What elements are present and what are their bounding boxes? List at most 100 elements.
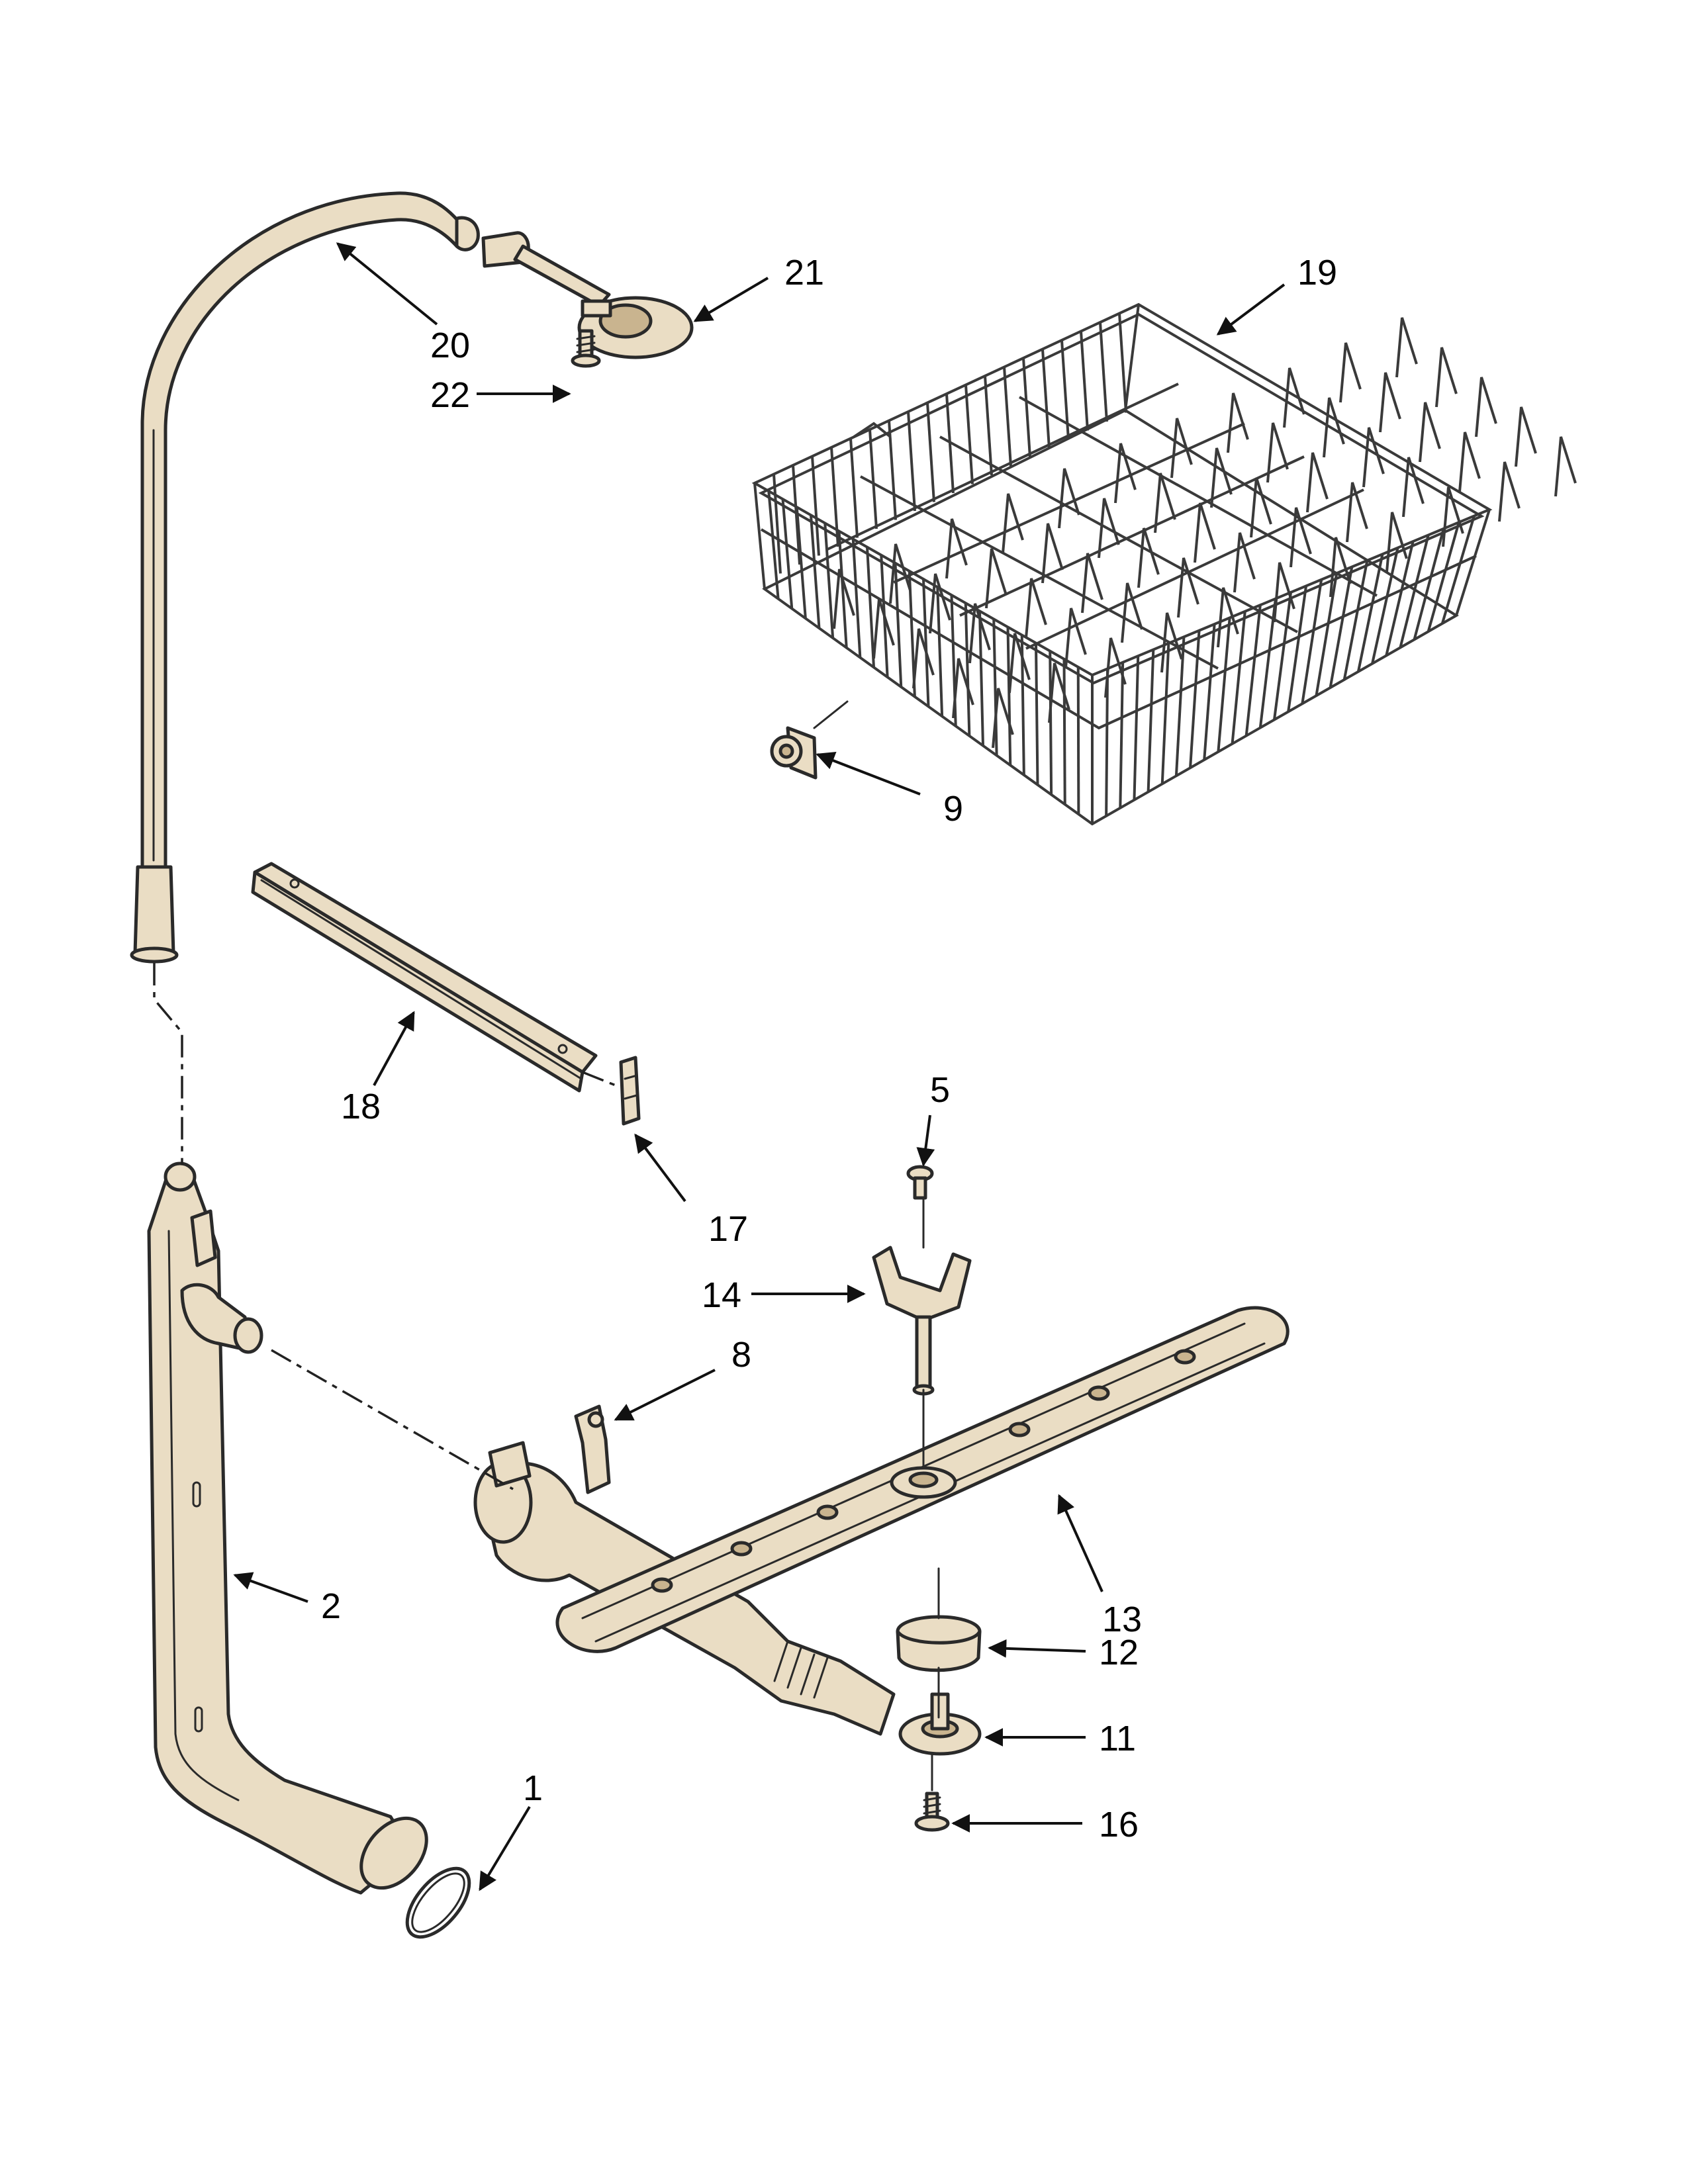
rack-wire: [830, 447, 839, 547]
rack-tine: [1306, 452, 1329, 513]
rack-tine: [1025, 578, 1047, 639]
rack-wire: [1147, 649, 1155, 792]
rack-tine: [1233, 532, 1256, 593]
rack-tine: [1395, 317, 1418, 378]
rack-wire: [978, 611, 984, 746]
rack-wire: [964, 385, 974, 484]
rack-tine: [952, 658, 974, 719]
rack-wire: [868, 429, 878, 529]
rack-wire: [1301, 579, 1323, 704]
rack-tine: [1048, 662, 1070, 723]
screw-part-22: [571, 329, 601, 368]
rack-tine: [1273, 562, 1295, 623]
rack-tine: [1137, 527, 1160, 588]
rack-wire: [1203, 623, 1216, 760]
rack-tine: [1554, 436, 1577, 497]
rack-wire: [922, 578, 930, 707]
rack-tine: [1041, 523, 1064, 584]
leader-arrows: [233, 242, 1286, 1891]
rack-wire: [888, 420, 897, 520]
supply-tube-part-20: [130, 191, 480, 964]
dish-rack-part-19: [751, 302, 1577, 826]
rack-tine: [1515, 406, 1537, 467]
rack-tine: [992, 688, 1014, 749]
rack-tine: [1475, 377, 1497, 437]
screw-part-5: [906, 1165, 934, 1200]
rack-tine: [1104, 637, 1127, 698]
rack-tine: [1346, 482, 1368, 543]
rack-wire: [1119, 662, 1125, 808]
callout-18: 18: [341, 1087, 381, 1126]
rack-wire: [851, 539, 862, 658]
rack-tine: [912, 628, 935, 689]
rack-wire: [767, 490, 780, 599]
spray-hole: [1008, 1422, 1031, 1437]
rack-wire: [992, 619, 998, 756]
clip-part-17: [619, 1056, 641, 1126]
rack-wire: [1189, 630, 1201, 768]
bracket-part-8: [574, 1404, 611, 1494]
rack-wire: [1217, 617, 1231, 752]
rack-wire: [1049, 651, 1053, 795]
rack-wire: [1315, 572, 1338, 696]
callout-13: 13: [1102, 1600, 1142, 1639]
rack-tine: [929, 573, 951, 634]
screw-part-16: [914, 1792, 950, 1832]
rack-tine: [1266, 422, 1289, 483]
callout-20: 20: [430, 326, 470, 365]
rack-tine: [1283, 367, 1305, 428]
rack-wire: [773, 474, 782, 574]
callout-12: 12: [1099, 1633, 1139, 1672]
rack-tine: [968, 603, 991, 664]
rack-wire: [1244, 605, 1262, 736]
rack-tine: [1362, 427, 1385, 488]
callout-21: 21: [784, 253, 824, 293]
rack-tine: [1329, 537, 1352, 598]
rack-tine: [1458, 432, 1481, 492]
rack-wire: [1356, 553, 1384, 672]
rack-wire: [1385, 541, 1415, 657]
rack-tine: [1064, 608, 1087, 668]
callout-labels: 21 19 20 22 9 18 5 17 14 8 2 13 12 11 1 …: [321, 253, 1337, 1844]
rack-tine: [1379, 372, 1401, 433]
rack-wire: [894, 563, 903, 688]
callout-22: 22: [430, 375, 470, 415]
rack-tine: [1210, 447, 1233, 508]
rack-tine: [1008, 633, 1031, 694]
rack-tine: [1419, 402, 1441, 463]
callout-11: 11: [1099, 1719, 1136, 1758]
rack-wire: [1133, 656, 1140, 800]
rack-tine: [1435, 347, 1458, 408]
rack-tine: [985, 548, 1008, 609]
ring-part-12: [896, 1615, 982, 1672]
rack-wire: [823, 523, 835, 639]
rack-wire: [1006, 627, 1012, 766]
rack-wire: [1003, 367, 1012, 467]
rack-tine: [889, 543, 912, 604]
rack-wire: [1118, 313, 1127, 413]
rack-tine: [1217, 587, 1239, 648]
manifold-bar-part-18: [251, 862, 598, 1093]
rack-wire: [1329, 567, 1354, 688]
rack-wire: [792, 465, 801, 565]
rack-wire: [1174, 637, 1186, 776]
rack-tine: [1121, 582, 1143, 643]
rack-tine: [1177, 557, 1199, 618]
rack-tine: [1058, 468, 1080, 529]
spray-hole: [1174, 1349, 1196, 1365]
rack-wire: [1440, 516, 1476, 624]
rack-wire: [1062, 659, 1066, 805]
rack-wire: [811, 456, 820, 556]
callout-14: 14: [702, 1275, 741, 1315]
rack-wire: [849, 438, 859, 538]
rack-tine: [1385, 512, 1408, 572]
rack-wire: [781, 499, 794, 609]
rack-wire: [1399, 534, 1430, 648]
rack-wire: [1427, 522, 1460, 632]
callout-1: 1: [523, 1768, 543, 1808]
callout-9: 9: [943, 789, 963, 829]
rack-tine: [1227, 392, 1249, 453]
rack-wire: [1413, 528, 1445, 640]
callout-16: 16: [1099, 1805, 1139, 1844]
